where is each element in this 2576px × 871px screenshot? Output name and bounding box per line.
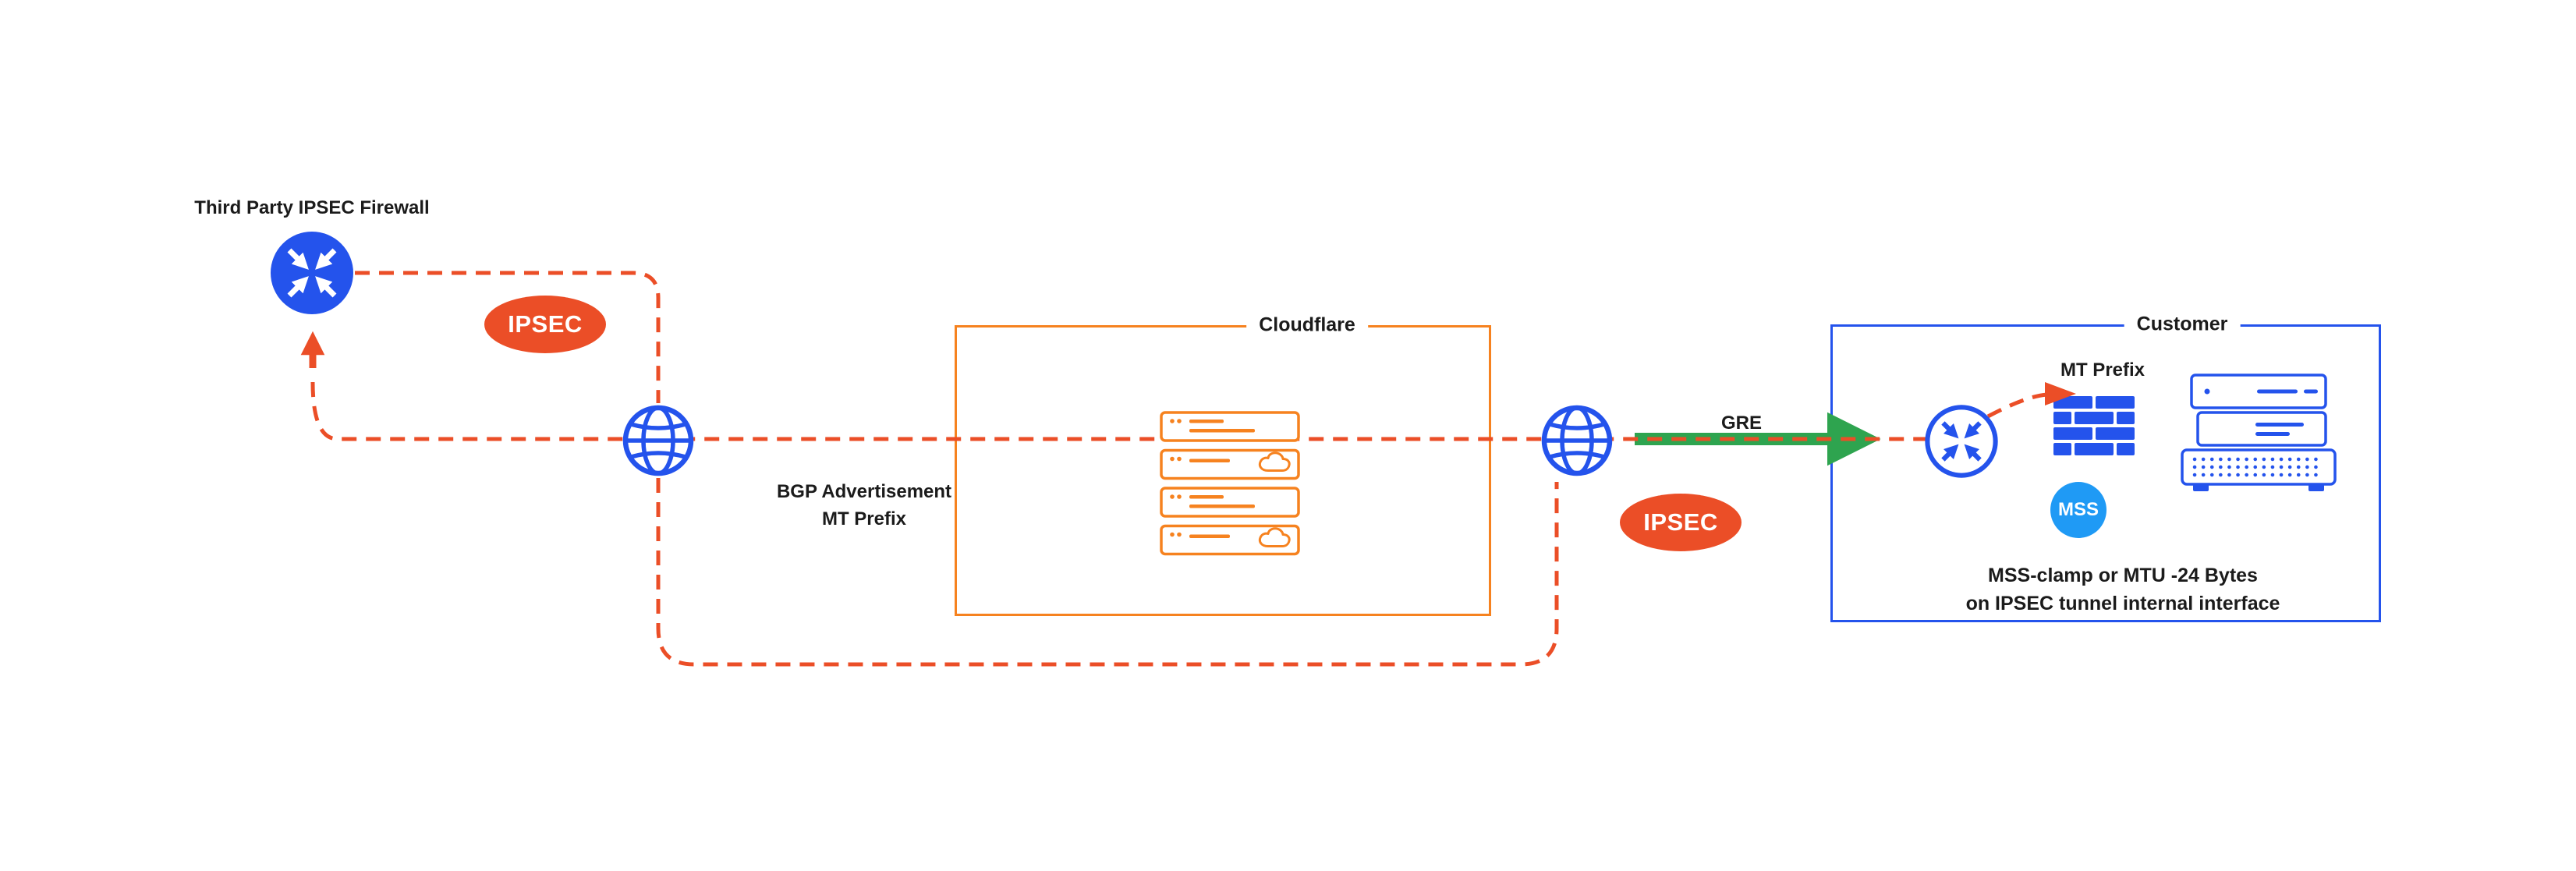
ipsec-tunnel-top-path xyxy=(355,271,661,403)
gre-label: GRE xyxy=(1720,412,1763,434)
ipsec-badge-left: IPSEC xyxy=(484,296,606,353)
mss-badge: MSS xyxy=(2050,482,2107,538)
brick-wall xyxy=(2053,396,2135,455)
server-icon xyxy=(1160,524,1300,556)
internet-globe-icon-left xyxy=(622,405,694,476)
cloudflare-servers-icon xyxy=(1160,411,1300,556)
customer-box xyxy=(1830,324,2381,622)
server-icon xyxy=(2196,411,2327,447)
server-icon xyxy=(2181,448,2337,491)
return-loop-path xyxy=(656,478,1559,667)
server-icon xyxy=(1160,448,1300,480)
third-party-firewall-icon xyxy=(271,232,353,314)
mss-note-label: MSS-clamp or MTU -24 Bytes on IPSEC tunn… xyxy=(1966,561,2280,618)
ipsec-badge-right: IPSEC xyxy=(1620,494,1742,551)
third-party-firewall-label: Third Party IPSEC Firewall xyxy=(194,197,430,218)
customer-router-icon xyxy=(1925,405,1998,478)
customer-servers-icon xyxy=(2181,374,2337,491)
cloud-icon xyxy=(1258,527,1291,547)
customer-box-label: Customer xyxy=(2124,311,2241,338)
mt-prefix-path xyxy=(1986,392,2049,419)
mt-prefix-label: MT Prefix xyxy=(2060,359,2145,381)
main-traffic-path xyxy=(310,381,1961,441)
firewall-bricks-icon xyxy=(2053,396,2135,455)
inbound-arrows-icon xyxy=(287,248,337,298)
mt-prefix-arrowhead xyxy=(2045,382,2076,405)
cloudflare-box-label: Cloudflare xyxy=(1246,312,1368,338)
cloud-icon xyxy=(1258,451,1291,472)
server-icon xyxy=(1160,487,1300,518)
internet-globe-icon-right xyxy=(1541,405,1613,476)
inbound-arrows-icon xyxy=(1941,421,1982,462)
mss-note-line1: MSS-clamp or MTU -24 Bytes xyxy=(1988,565,2258,586)
mss-note-line2: on IPSEC tunnel internal interface xyxy=(1965,593,2280,614)
bgp-line1: BGP Advertisement xyxy=(776,481,952,502)
bgp-line2: MT Prefix xyxy=(821,508,907,529)
cloudflare-box xyxy=(955,325,1491,616)
server-icon xyxy=(1160,411,1300,442)
server-icon xyxy=(2190,374,2327,409)
bgp-advertisement-label: BGP Advertisement MT Prefix xyxy=(777,478,951,533)
